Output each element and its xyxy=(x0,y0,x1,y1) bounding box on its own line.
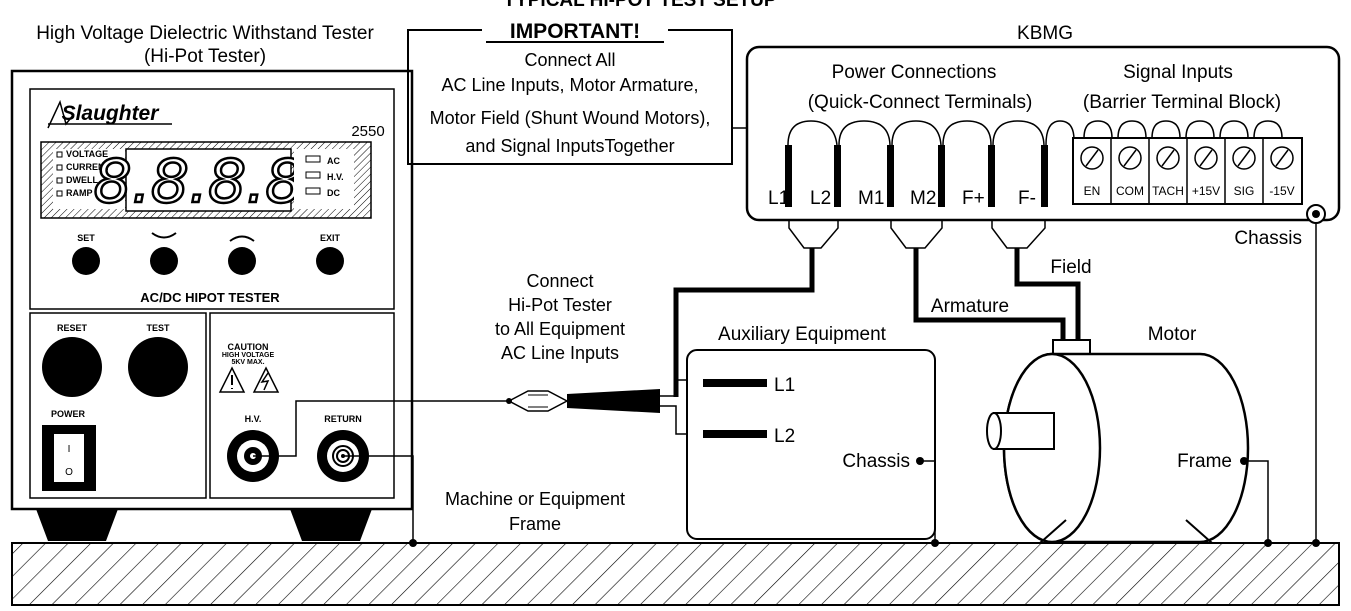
terminal-m1: M1 xyxy=(858,188,884,209)
test-button[interactable] xyxy=(128,337,188,397)
indicator-leds: VOLTAGE CURRENT DWELL RAMP xyxy=(56,149,111,198)
aux-equipment-title: Auxiliary Equipment xyxy=(718,324,887,345)
terminal-l1: L1 xyxy=(768,188,789,209)
mode-ac: AC xyxy=(327,156,340,166)
motor-leads xyxy=(673,248,1081,397)
power-terminals: L1 L2 M1 M2 F+ F- xyxy=(768,145,1048,209)
aux-terminal-l2: L2 xyxy=(774,426,795,447)
screw-icons xyxy=(1080,146,1294,170)
tester-foot-right xyxy=(290,509,372,541)
down-button[interactable] xyxy=(150,247,178,275)
reset-label: RESET xyxy=(57,323,88,333)
connect-note-4: AC Line Inputs xyxy=(501,343,619,363)
important-note: IMPORTANT! Connect All AC Line Inputs, M… xyxy=(407,20,782,165)
shock-hazard-icon xyxy=(252,366,280,393)
up-button[interactable] xyxy=(228,247,256,275)
caution-detail-1: HIGH VOLTAGE xyxy=(222,352,275,359)
page-title: TYPICAL HI-POT TEST SETUP xyxy=(503,0,776,11)
tester-foot-left xyxy=(36,509,118,541)
motor: Frame xyxy=(986,339,1250,544)
power-label: POWER xyxy=(51,409,86,419)
aux-terminal-l1: L1 xyxy=(774,375,795,396)
terminal-m2: M2 xyxy=(910,188,936,209)
caution-label: CAUTION xyxy=(228,342,269,352)
switch-off-mark: O xyxy=(65,467,73,478)
barrier-terminal-block: EN COM TACH +15V SIG -15V xyxy=(1072,137,1303,205)
kbmg-chassis-label: Chassis xyxy=(1234,228,1302,249)
terminal-l2: L2 xyxy=(810,188,831,209)
tester-brand: Slaughter xyxy=(62,102,161,125)
terminal-f-plus: F+ xyxy=(962,188,985,209)
tester-model: 2550 xyxy=(351,123,384,140)
indicator-voltage: VOLTAGE xyxy=(66,149,108,159)
signal-terminal-com: COM xyxy=(1116,184,1144,198)
hipot-subtitle: (Hi-Pot Tester) xyxy=(144,46,266,67)
return-jack-label: RETURN xyxy=(324,414,362,424)
set-label: SET xyxy=(77,233,95,243)
mode-leds: AC H.V. DC xyxy=(305,155,344,198)
motor-title: Motor xyxy=(1148,324,1197,345)
important-line-1: Connect All xyxy=(524,50,615,70)
field-label: Field xyxy=(1050,257,1091,278)
connect-note-1: Connect xyxy=(526,271,593,291)
power-connections-subheader: (Quick-Connect Terminals) xyxy=(808,92,1033,113)
aux-chassis-label: Chassis xyxy=(842,451,910,472)
signal-inputs-subheader: (Barrier Terminal Block) xyxy=(1083,92,1281,113)
signal-inputs-header: Signal Inputs xyxy=(1123,62,1233,83)
power-connections-header: Power Connections xyxy=(832,62,997,83)
test-label: TEST xyxy=(146,323,170,333)
ground-wires xyxy=(343,223,1317,543)
ground-note-1: Machine or Equipment xyxy=(445,489,625,509)
down-arrow-icon xyxy=(151,232,177,239)
seven-segment-display: 8.8.8.8. xyxy=(94,147,323,217)
mode-dc: DC xyxy=(327,188,340,198)
hipot-title: High Voltage Dielectric Withstand Tester xyxy=(36,23,374,44)
indicator-ramp: RAMP xyxy=(66,188,93,198)
kbmg-title: KBMG xyxy=(1017,23,1073,44)
jumper-wires xyxy=(787,120,1283,146)
ground-plane xyxy=(11,542,1340,606)
important-line-2: AC Line Inputs, Motor Armature, xyxy=(441,75,698,95)
signal-terminal-tach: TACH xyxy=(1152,184,1184,198)
indicator-dwell: DWELL xyxy=(66,175,98,185)
reset-button[interactable] xyxy=(42,337,102,397)
connect-note-2: Hi-Pot Tester xyxy=(508,295,612,315)
motor-frame-label: Frame xyxy=(1177,451,1232,472)
armature-label: Armature xyxy=(931,296,1009,317)
important-title: IMPORTANT! xyxy=(510,20,640,43)
alligator-clip-icon xyxy=(507,390,569,412)
important-line-3: Motor Field (Shunt Wound Motors), xyxy=(430,108,711,128)
hv-jack-label: H.V. xyxy=(245,414,262,424)
mode-hv: H.V. xyxy=(327,172,344,182)
signal-terminal-sig: SIG xyxy=(1234,184,1255,198)
ground-note-2: Frame xyxy=(509,514,561,534)
auxiliary-equipment: L1 L2 Chassis xyxy=(686,349,936,540)
signal-terminal-en: EN xyxy=(1084,184,1101,198)
terminal-f-minus: F- xyxy=(1018,188,1036,209)
signal-terminal-minus15v: -15V xyxy=(1269,184,1294,198)
kbmg-drive: Power Connections (Quick-Connect Termina… xyxy=(745,45,1341,249)
connect-note-3: to All Equipment xyxy=(495,319,625,339)
switch-on-mark: I xyxy=(68,444,71,455)
slaughter-logo-icon xyxy=(47,99,75,129)
up-arrow-icon xyxy=(229,235,255,242)
exit-button[interactable] xyxy=(316,247,344,275)
exit-label: EXIT xyxy=(320,233,341,243)
important-line-4: and Signal InputsTogether xyxy=(465,136,674,156)
signal-terminal-plus15v: +15V xyxy=(1192,184,1220,198)
power-switch[interactable]: I O xyxy=(42,425,96,491)
caution-detail-2: 5KV MAX. xyxy=(231,359,264,366)
hipot-tester: Slaughter 2550 VOLTAGE CURRENT DWELL RAM… xyxy=(10,69,414,541)
wire-funnels xyxy=(788,220,1046,249)
panel-label: AC/DC HIPOT TESTER xyxy=(140,290,280,305)
indicator-current: CURRENT xyxy=(66,162,111,172)
ground-junctions xyxy=(409,457,1320,547)
set-button[interactable] xyxy=(72,247,100,275)
warning-icon xyxy=(218,366,246,393)
